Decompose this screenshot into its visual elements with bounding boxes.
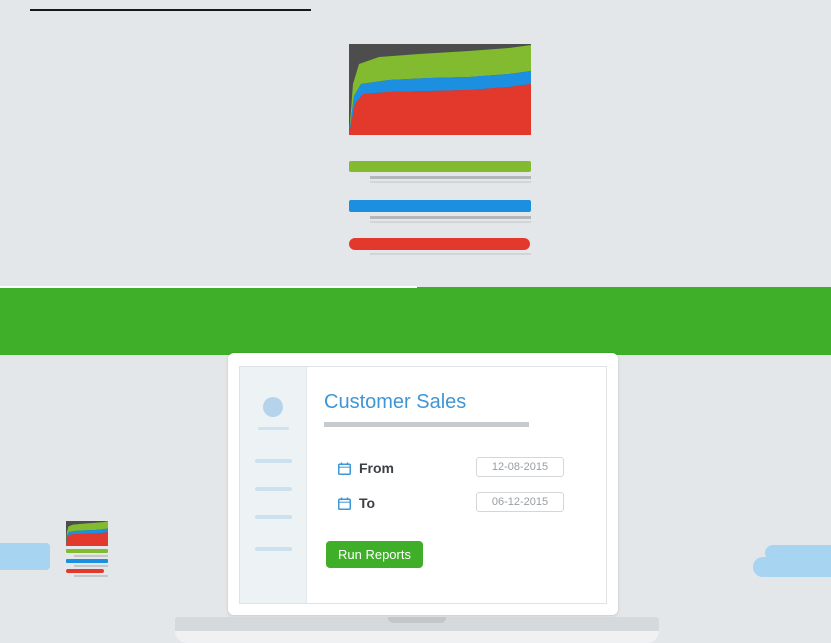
mini-report-row-green	[66, 549, 108, 553]
chart-area-red	[66, 531, 108, 546]
stacked-area-chart	[349, 44, 531, 135]
mini-report-row-line	[74, 575, 108, 577]
left-cloud-shape	[0, 543, 50, 570]
report-row-red-bar	[349, 238, 530, 250]
sidebar-menu-placeholder	[255, 515, 292, 519]
sidebar-menu-placeholder	[255, 459, 292, 463]
title-divider	[324, 422, 529, 427]
sidebar-line-placeholder	[258, 427, 289, 430]
report-row-line	[370, 253, 531, 255]
mini-chart-svg	[66, 521, 108, 546]
chart-area-green	[66, 521, 108, 546]
calendar-icon	[338, 497, 351, 510]
form-title: Customer Sales	[324, 391, 467, 413]
to-date-input[interactable]	[476, 492, 564, 512]
chart-area-green	[349, 45, 531, 135]
run-reports-button[interactable]: Run Reports	[326, 541, 423, 568]
from-date-input[interactable]	[476, 457, 564, 477]
sidebar-avatar-placeholder	[263, 397, 283, 417]
from-label: From	[359, 460, 394, 476]
mini-chart-illustration	[66, 521, 108, 546]
green-band	[0, 287, 831, 355]
cloud-base	[753, 557, 831, 577]
report-row-line	[370, 176, 531, 179]
laptop-base	[175, 617, 659, 643]
report-row-line	[370, 216, 531, 219]
laptop-base-top	[175, 617, 659, 631]
mini-report-row-red	[66, 569, 104, 573]
sidebar-menu-placeholder	[255, 487, 292, 491]
stacked-area-chart-svg	[349, 45, 531, 135]
right-cloud-shape	[753, 545, 831, 577]
calendar-icon	[338, 462, 351, 475]
mini-report-row-line	[74, 555, 108, 557]
top-rule	[30, 9, 311, 11]
mini-report-row-blue	[66, 559, 108, 563]
report-row-blue-bar	[349, 200, 531, 212]
mini-report-row-line	[74, 565, 108, 567]
form-sidebar	[240, 367, 307, 603]
chart-area-blue	[66, 528, 108, 546]
laptop-base-notch	[388, 617, 446, 623]
laptop-screen: Customer Sales From	[228, 353, 618, 615]
green-band-highlight	[0, 286, 417, 288]
report-row-line	[370, 181, 531, 183]
laptop-base-front	[175, 631, 659, 643]
chart-area-red	[349, 84, 531, 135]
to-label: To	[359, 495, 376, 511]
report-form-panel: Customer Sales From	[239, 366, 607, 604]
report-row-line	[370, 221, 531, 223]
report-row-green-bar	[349, 161, 531, 172]
chart-area-blue	[349, 71, 531, 135]
sidebar-menu-placeholder	[255, 547, 292, 551]
